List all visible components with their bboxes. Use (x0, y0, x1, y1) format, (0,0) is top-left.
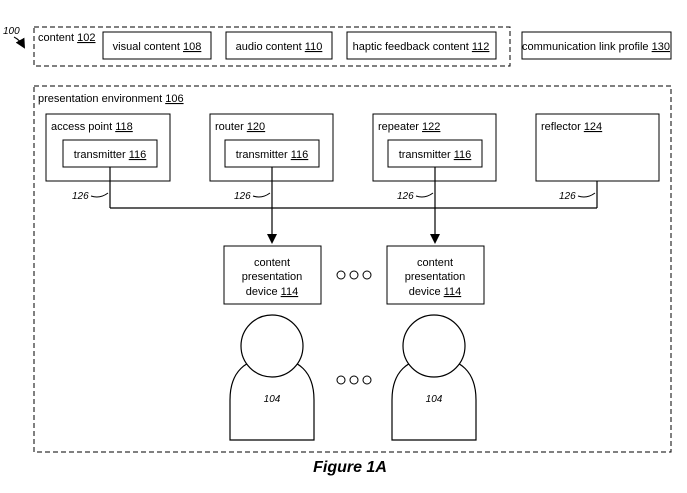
svg-text:100: 100 (3, 26, 20, 37)
svg-text:device 114: device 114 (409, 286, 461, 298)
svg-text:transmitter 116: transmitter 116 (74, 149, 147, 161)
transmitter-box: transmitter 116 (387, 139, 483, 168)
svg-text:presentation: presentation (405, 271, 466, 283)
svg-text:104: 104 (426, 394, 443, 405)
content-presentation-device: content presentation device 114 (386, 245, 485, 305)
presentation-environment-label: presentation environment 106 (38, 93, 184, 105)
access-point-node: access point 118 transmitter 116 (45, 113, 171, 182)
svg-text:router 120: router 120 (215, 121, 265, 133)
svg-text:content: content (254, 257, 290, 269)
link-ref-126: 126 (234, 191, 271, 202)
link-ref-126: 126 (72, 191, 109, 202)
svg-text:transmitter 116: transmitter 116 (236, 149, 309, 161)
figure-ref-100: 100 (3, 26, 25, 49)
figure-caption: Figure 1A (313, 459, 387, 476)
svg-text:transmitter 116: transmitter 116 (399, 149, 472, 161)
svg-text:presentation: presentation (242, 271, 303, 283)
content-group: content 102 visual content 108 audio con… (33, 26, 511, 67)
link-ref-126: 126 (559, 191, 596, 202)
svg-text:content: content (417, 257, 453, 269)
user-ellipsis (336, 375, 372, 385)
svg-text:104: 104 (264, 394, 281, 405)
communication-link-profile-box: communication link profile 130 (521, 31, 672, 60)
svg-text:audio content 110: audio content 110 (236, 41, 323, 53)
content-presentation-device: content presentation device 114 (223, 245, 322, 305)
reflector-node: reflector 124 (535, 113, 660, 182)
user-figure: 104 (229, 314, 315, 441)
user-figure: 104 (391, 314, 477, 441)
link-bus (109, 167, 598, 244)
presentation-environment: presentation environment 106 (33, 85, 672, 453)
svg-text:reflector 124: reflector 124 (541, 121, 602, 133)
svg-text:communication link profile 130: communication link profile 130 (522, 41, 670, 53)
transmitter-box: transmitter 116 (224, 139, 320, 168)
svg-text:repeater 122: repeater 122 (378, 121, 440, 133)
visual-content-box: visual content 108 (102, 31, 212, 60)
svg-text:access point 118: access point 118 (51, 121, 133, 133)
svg-text:126: 126 (72, 191, 89, 202)
transmitter-box: transmitter 116 (62, 139, 158, 168)
audio-content-box: audio content 110 (225, 31, 333, 60)
svg-text:126: 126 (234, 191, 251, 202)
svg-text:126: 126 (559, 191, 576, 202)
svg-text:126: 126 (397, 191, 414, 202)
svg-text:visual content 108: visual content 108 (113, 41, 202, 53)
link-ref-126: 126 (397, 191, 434, 202)
device-ellipsis (336, 270, 372, 280)
content-group-label: content 102 (38, 32, 96, 44)
haptic-feedback-content-box: haptic feedback content 112 (346, 31, 497, 60)
svg-text:device 114: device 114 (246, 286, 298, 298)
svg-text:haptic feedback content 112: haptic feedback content 112 (353, 41, 490, 53)
